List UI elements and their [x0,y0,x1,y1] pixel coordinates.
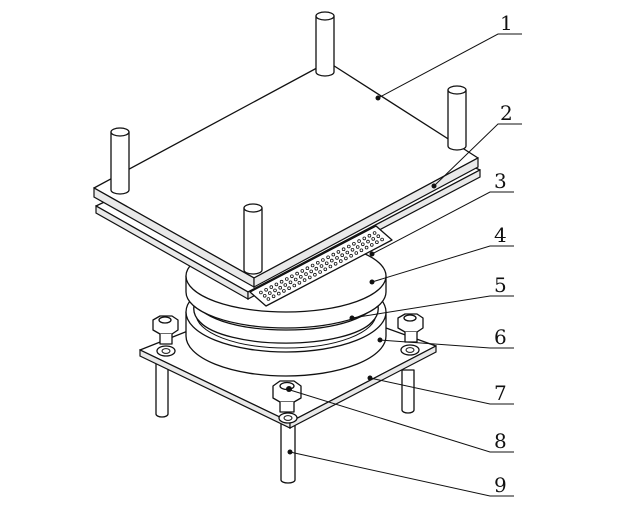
perforation-hole [295,271,299,276]
perforation-hole [324,261,329,266]
part-labels: 1 2 3 4 5 6 7 8 9 [494,11,513,497]
perforation-hole [262,293,267,298]
perforation-hole [329,258,334,263]
perforation-hole [349,253,353,258]
perforation-hole [376,234,381,239]
perforation-hole [355,245,360,249]
perforation-hole [359,248,364,253]
perforated-plate [249,225,393,307]
label-9: 9 [494,473,507,497]
perforation-hole [350,248,355,252]
perforation-hole [313,272,317,277]
label-2: 2 [500,101,513,125]
top-post-front [243,207,263,275]
label-1: 1 [500,11,513,35]
perforation-hole [344,256,348,261]
perforation-hole [362,236,367,241]
perforation-hole [326,255,330,260]
perforation-hole [319,264,324,268]
perforation-hole [264,287,268,292]
perforation-hole [287,286,291,291]
perforation-hole [333,261,338,266]
perforation-hole [314,266,319,271]
perforation-hole [328,264,333,269]
perforation-hole [288,280,293,285]
label-7: 7 [494,381,507,405]
perforation-hole [298,274,303,279]
top-plate [93,61,479,289]
leader-dots [287,95,437,455]
perforation-hole [380,237,384,242]
perforation-hole [341,247,346,252]
leader-lines [289,33,522,497]
label-3: 3 [494,169,507,193]
perforation-hole [360,242,365,247]
perforation-hole [269,285,274,289]
perforation-hole [282,289,286,293]
perforation-hole [367,233,372,238]
perforation-hole [284,277,289,281]
perforation-hole [307,275,312,280]
perforation-hole [279,279,284,284]
perforation-hole [305,266,310,271]
perforation-hole [293,277,298,282]
label-4: 4 [494,223,507,247]
perforation-hole [292,283,297,288]
label-6: 6 [494,325,507,349]
perforation-hole [304,272,308,276]
perforation-hole [346,244,351,249]
perforation-hole [276,291,281,296]
perforation-hole [340,253,345,258]
hex-bolt-front [272,380,302,413]
perforation-hole [371,237,376,241]
perforation-hole [278,285,283,290]
top-posts [110,11,467,275]
perforation-hole [364,245,369,250]
base-plate-holes [156,344,420,424]
perforation-hole [315,260,320,265]
perforation-hole [352,242,356,246]
perforation-hole [372,231,377,235]
perforation-hole [336,250,341,254]
perforation-hole [331,252,336,257]
label-5: 5 [494,273,507,297]
perforation-hole [309,269,314,274]
perforation-hole [366,239,370,244]
perforation-hole [266,297,271,301]
perforation-hole [338,259,343,263]
perforation-hole [375,240,379,245]
perforation-hole [274,282,279,287]
perforation-hole [283,283,288,287]
perforation-hole [357,239,361,243]
hex-bolt-left [152,315,179,345]
hex-bolt-right [397,313,424,343]
perforation-hole [300,269,305,273]
perforation-hole [345,250,350,255]
label-8: 8 [494,429,507,453]
perforation-hole [302,278,307,282]
perforation-hole [323,267,328,272]
perforation-hole [335,256,339,260]
perforation-hole [290,274,294,279]
perforation-hole [354,251,359,255]
perforation-hole [310,263,315,268]
perforation-hole [297,280,302,285]
perforation-hole [259,290,263,295]
perforation-hole [273,288,277,293]
perforation-hole [267,291,272,295]
perforation-hole [318,270,322,274]
perforation-hole [321,258,325,262]
perforation-hole [271,294,276,299]
perforation-holes [259,231,384,301]
perforation-hole [369,243,374,247]
